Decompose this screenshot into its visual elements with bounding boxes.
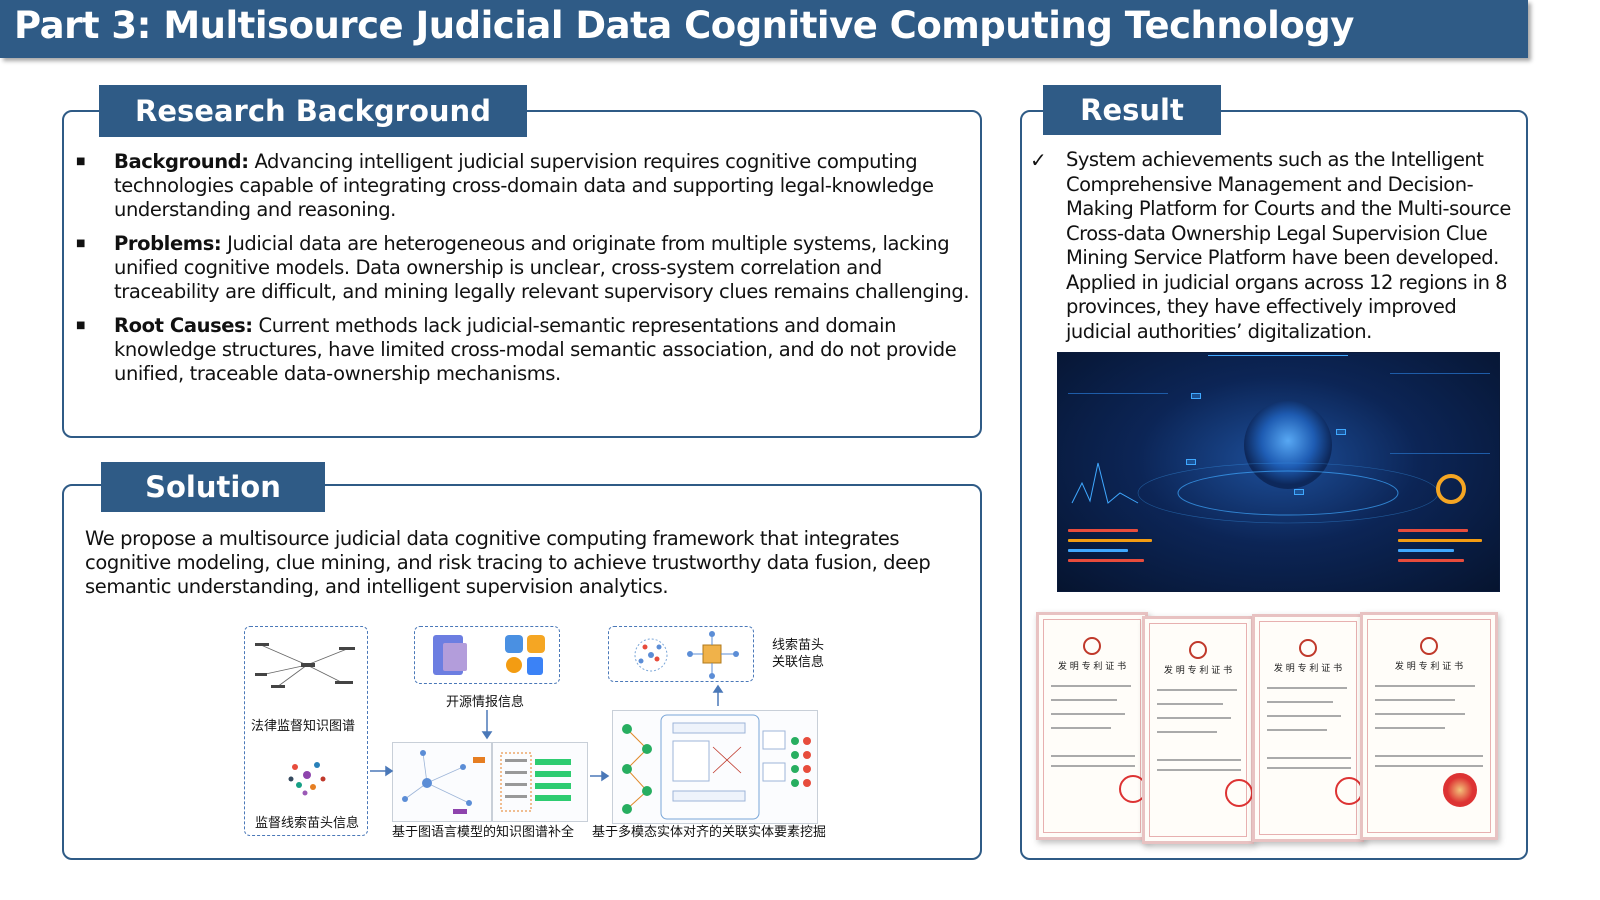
- bullet-background-label: Background:: [114, 150, 249, 173]
- certificate-title: 发 明 专 利 证 书: [1057, 662, 1127, 672]
- result-text-block: ✓ System achievements such as the Intell…: [1030, 148, 1526, 344]
- bullet-problems-text: Judicial data are heterogeneous and orig…: [114, 232, 970, 303]
- patent-certificate-1: 发 明 专 利 证 书: [1036, 612, 1148, 840]
- certificate-text-line: [1267, 767, 1351, 769]
- clue-cluster-figure: [288, 762, 326, 796]
- certificate-text-line: [1051, 755, 1135, 757]
- certificate-text-line: [1051, 685, 1131, 687]
- patent-logo-icon: [1299, 639, 1317, 657]
- certificate-text-line: [1051, 765, 1135, 767]
- certificate-border: [1149, 623, 1247, 837]
- certificate-text-line: [1157, 703, 1223, 705]
- bullet-root-causes: Root Causes: Current methods lack judici…: [76, 314, 976, 386]
- platform-dashboard-screenshot: [1057, 352, 1500, 592]
- certificate-text-line: [1375, 685, 1475, 687]
- result-heading: Result: [1043, 85, 1221, 135]
- certificate-text-line: [1157, 759, 1241, 761]
- knowledge-source-box: 法律监督知识图谱 监督线索苗头信息: [244, 626, 368, 836]
- dashboard-bar: [1068, 529, 1138, 532]
- kg-table-rows: [500, 752, 571, 812]
- clue-association-label-2: 关联信息: [772, 655, 825, 670]
- result-text: System achievements such as the Intellig…: [1066, 148, 1511, 343]
- patent-logo-icon: [1083, 637, 1101, 655]
- certificate-border: [1043, 619, 1141, 833]
- entity-mining-label: 基于多模态实体对齐的关联实体要素挖掘: [592, 825, 827, 840]
- osint-box: [414, 626, 560, 684]
- patent-logo-icon: [1420, 637, 1438, 655]
- certificate-text-line: [1267, 701, 1333, 703]
- bullet-root-causes-text: Current methods lack judicial-semantic r…: [114, 314, 957, 385]
- research-background-heading: Research Background: [99, 85, 527, 137]
- dashboard-globe: [1068, 373, 1490, 524]
- dashboard-bar: [1398, 559, 1464, 562]
- dashboard-tile-2: [1336, 429, 1346, 435]
- certificate-text-line: [1267, 715, 1341, 717]
- checkmark-icon: ✓: [1030, 148, 1047, 172]
- dashboard-bar: [1068, 539, 1152, 542]
- research-bullet-list: Background: Advancing intelligent judici…: [76, 150, 976, 396]
- dashboard-tile-3: [1186, 459, 1196, 465]
- dashboard-bar: [1068, 559, 1144, 562]
- official-seal-icon: [1335, 777, 1363, 805]
- certificate-text-line: [1375, 699, 1455, 701]
- dashboard-title-bar: [1208, 355, 1348, 365]
- clue-association-label-1: 线索苗头: [772, 638, 825, 653]
- official-seal-icon: [1443, 773, 1477, 807]
- certificate-text-line: [1157, 731, 1217, 733]
- certificate-text-line: [1267, 687, 1347, 689]
- official-seal-icon: [1225, 779, 1253, 807]
- supervision-clue-label: 监督线索苗头信息: [255, 816, 360, 831]
- kg-completion-label: 基于图语言模型的知识图谱补全: [392, 825, 575, 840]
- dashboard-tile-4: [1294, 489, 1304, 495]
- page-title: Part 3: Multisource Judicial Data Cognit…: [14, 4, 1354, 47]
- patent-certificate-4: 发 明 专 利 证 书: [1360, 612, 1498, 840]
- bullet-problems: Problems: Judicial data are heterogeneou…: [76, 232, 976, 304]
- patent-certificate-2: 发 明 专 利 证 书: [1142, 616, 1254, 844]
- bullet-root-causes-label: Root Causes:: [114, 314, 253, 337]
- certificate-text-line: [1375, 765, 1483, 767]
- association-network-icon: [634, 631, 739, 679]
- patent-certificate-3: 发 明 专 利 证 书: [1252, 614, 1364, 842]
- patent-logo-icon: [1189, 641, 1207, 659]
- certificate-text-line: [1267, 729, 1327, 731]
- certificate-title: 发 明 专 利 证 书: [1394, 662, 1464, 672]
- dashboard-bar: [1398, 539, 1482, 542]
- certificate-text-line: [1375, 713, 1465, 715]
- bullet-problems-label: Problems:: [114, 232, 222, 255]
- certificate-text-line: [1157, 769, 1241, 771]
- solution-heading: Solution: [101, 462, 325, 512]
- title-bar: Part 3: Multisource Judicial Data Cognit…: [0, 0, 1528, 58]
- certificate-text-line: [1375, 727, 1445, 729]
- multimodal-alignment-figure: [612, 710, 818, 824]
- certificate-title: 发 明 专 利 证 书: [1163, 666, 1233, 676]
- solution-text: We propose a multisource judicial data c…: [85, 527, 931, 598]
- clue-association-box: [608, 626, 754, 682]
- certificate-text-line: [1157, 717, 1231, 719]
- dashboard-bar: [1068, 549, 1128, 552]
- certificate-text-line: [1157, 689, 1237, 691]
- certificate-text-line: [1051, 699, 1117, 701]
- graph-llm-figure: [392, 742, 492, 822]
- certificate-text-line: [1267, 757, 1351, 759]
- certificate-text-line: [1051, 713, 1125, 715]
- graph-llm-network: [402, 750, 485, 814]
- osint-icons: [433, 635, 545, 675]
- kg-table-figure: [492, 742, 588, 822]
- alignment-network: [622, 714, 811, 820]
- bullet-background: Background: Advancing intelligent judici…: [76, 150, 976, 222]
- certificate-text-line: [1051, 727, 1111, 729]
- dashboard-bar: [1398, 549, 1454, 552]
- osint-label: 开源情报信息: [446, 695, 525, 710]
- dashboard-bar: [1398, 529, 1468, 532]
- certificate-border: [1367, 619, 1491, 833]
- bullet-background-text: Advancing intelligent judicial supervisi…: [114, 150, 934, 221]
- certificate-title: 发 明 专 利 证 书: [1273, 664, 1343, 674]
- certificate-border: [1259, 621, 1357, 835]
- certificate-text-line: [1375, 755, 1483, 757]
- legal-knowledge-graph-figure: [255, 643, 355, 688]
- dashboard-tile-1: [1191, 393, 1201, 399]
- legal-knowledge-graph-label: 法律监督知识图谱: [251, 719, 356, 734]
